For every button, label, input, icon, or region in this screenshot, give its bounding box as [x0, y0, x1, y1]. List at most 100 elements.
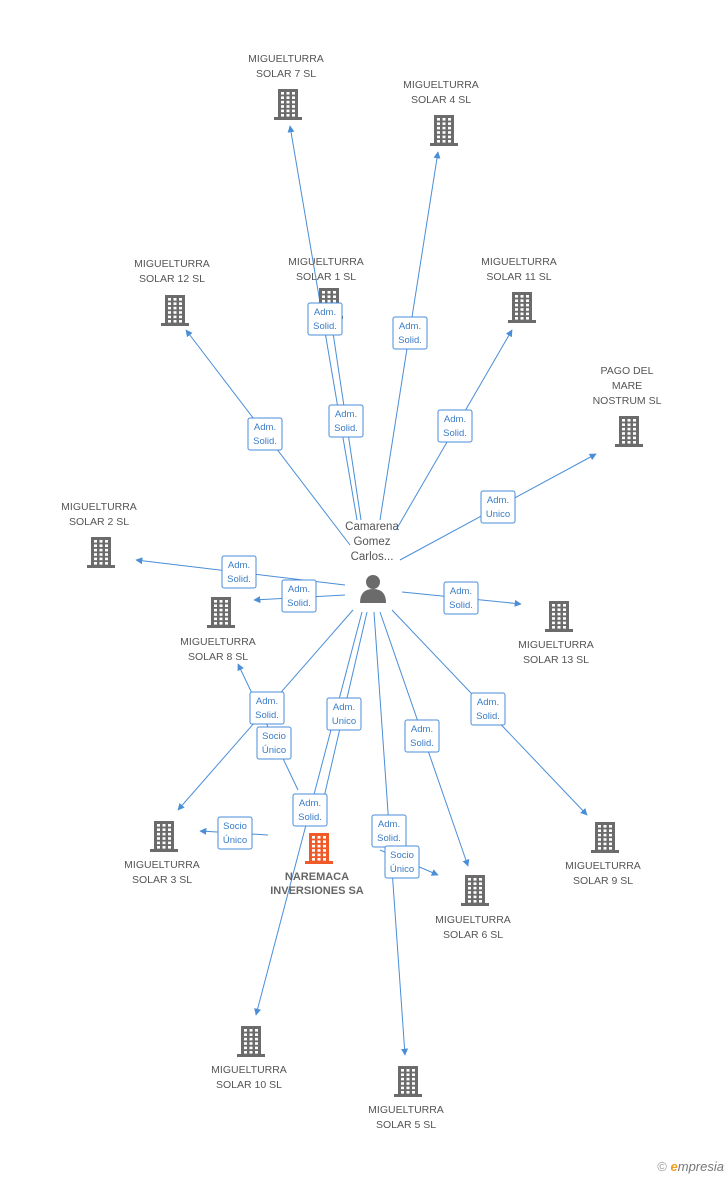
- company-building-icon: [150, 821, 178, 852]
- person-icon: [360, 575, 386, 603]
- edge-label-text: Solid.: [253, 436, 277, 447]
- edge-label-text: Único: [223, 835, 247, 846]
- edge-label-text: Solid.: [313, 321, 337, 332]
- edge-label-box: [326, 697, 362, 731]
- edge-label-box: [437, 409, 473, 443]
- edge-label-text: Adm.: [477, 697, 499, 708]
- edge-label-text: Solid.: [449, 600, 473, 611]
- edge-label-text: Adm.: [299, 798, 321, 809]
- edge-label-text: Adm.: [314, 307, 336, 318]
- edge-label-text: Adm.: [450, 586, 472, 597]
- edge-label-center-to-pago[interactable]: Adm.Unico: [480, 490, 516, 524]
- edge-label-text: Solid.: [410, 738, 434, 749]
- edge-label-center-to-ms7[interactable]: Adm. Solid.: [307, 302, 343, 336]
- edge-label-center-to-ms5[interactable]: Adm.Solid.: [371, 814, 407, 848]
- edge-label-box: [249, 691, 285, 725]
- edge-label-box: [328, 404, 364, 438]
- edge-label-text: Adm.: [288, 584, 310, 595]
- edge-label-text: Adm.: [254, 422, 276, 433]
- empresia-logo[interactable]: © empresia: [657, 1159, 724, 1174]
- edge-label-text: Adm.: [333, 702, 355, 713]
- main-company-building-icon: [305, 833, 333, 864]
- edge-label-box: [404, 719, 440, 753]
- company-building-icon: [615, 416, 643, 447]
- edge-label-text: Solid.: [476, 711, 500, 722]
- edge-label-box: [247, 417, 283, 451]
- edge-label-center-to-ms2[interactable]: Adm.Solid.: [221, 555, 257, 589]
- edge-label-text: Único: [390, 864, 414, 875]
- edge-label-center-to-ms12[interactable]: Adm. Solid.: [247, 417, 283, 451]
- edge-label-center-to-ms3[interactable]: Adm.Solid.: [249, 691, 285, 725]
- edge-label-box: [384, 845, 420, 879]
- edge-label-text: Unico: [486, 509, 510, 520]
- edge-label-text: Solid.: [443, 428, 467, 439]
- edge-label-text: Socio: [390, 850, 414, 861]
- company-building-icon: [161, 295, 189, 326]
- edge-labels-layer: Adm. Solid. Adm. Solid. Adm. Solid. Adm. Solid.…: [217, 302, 516, 879]
- edge-label-text: Unico: [332, 716, 356, 727]
- brand-name: empresia: [671, 1159, 724, 1174]
- edge-label-text: Socio: [223, 821, 247, 832]
- edge-label-center-to-ms8[interactable]: Adm. Solid.: [281, 579, 317, 613]
- company-building-icon: [508, 292, 536, 323]
- edge-label-center-to-ms10[interactable]: Adm.Solid.: [292, 793, 328, 827]
- company-building-icon: [394, 1066, 422, 1097]
- edge-label-text: Adm.: [399, 321, 421, 332]
- edge-label-box: [443, 581, 479, 615]
- company-building-icon: [545, 601, 573, 632]
- edge-label-box: [256, 726, 292, 760]
- edge-label-center-to-ms6[interactable]: Adm.Solid.: [404, 719, 440, 753]
- edge-label-box: [480, 490, 516, 524]
- edge-label-text: Solid.: [377, 833, 401, 844]
- company-building-icon: [207, 597, 235, 628]
- company-building-icon: [430, 115, 458, 146]
- edge-label-text: Adm.: [335, 409, 357, 420]
- edge-label-box: [221, 555, 257, 589]
- edge-label-text: Solid.: [227, 574, 251, 585]
- edge-label-center-to-ms13[interactable]: Adm. Solid.: [443, 581, 479, 615]
- company-building-icon: [461, 875, 489, 906]
- edge-label-box: [307, 302, 343, 336]
- company-building-icon: [237, 1026, 265, 1057]
- edge-label-center-to-ms11[interactable]: Adm. Solid.: [437, 409, 473, 443]
- edge-label-center-to-ms9[interactable]: Adm. Solid.: [470, 692, 506, 726]
- edge-label-text: Único: [262, 745, 286, 756]
- edge-label-center-to-ms4[interactable]: Adm. Solid.: [392, 316, 428, 350]
- edge-label-center-to-ms1[interactable]: Adm.Solid.: [328, 404, 364, 438]
- edge-label-center-to-nar[interactable]: Adm. Unico: [326, 697, 362, 731]
- edge-label-text: Solid.: [287, 598, 311, 609]
- edge-label-text: Adm.: [444, 414, 466, 425]
- edge-label-box: [217, 816, 253, 850]
- edge-label-text: Solid.: [398, 335, 422, 346]
- edge-label-text: Socio: [262, 731, 286, 742]
